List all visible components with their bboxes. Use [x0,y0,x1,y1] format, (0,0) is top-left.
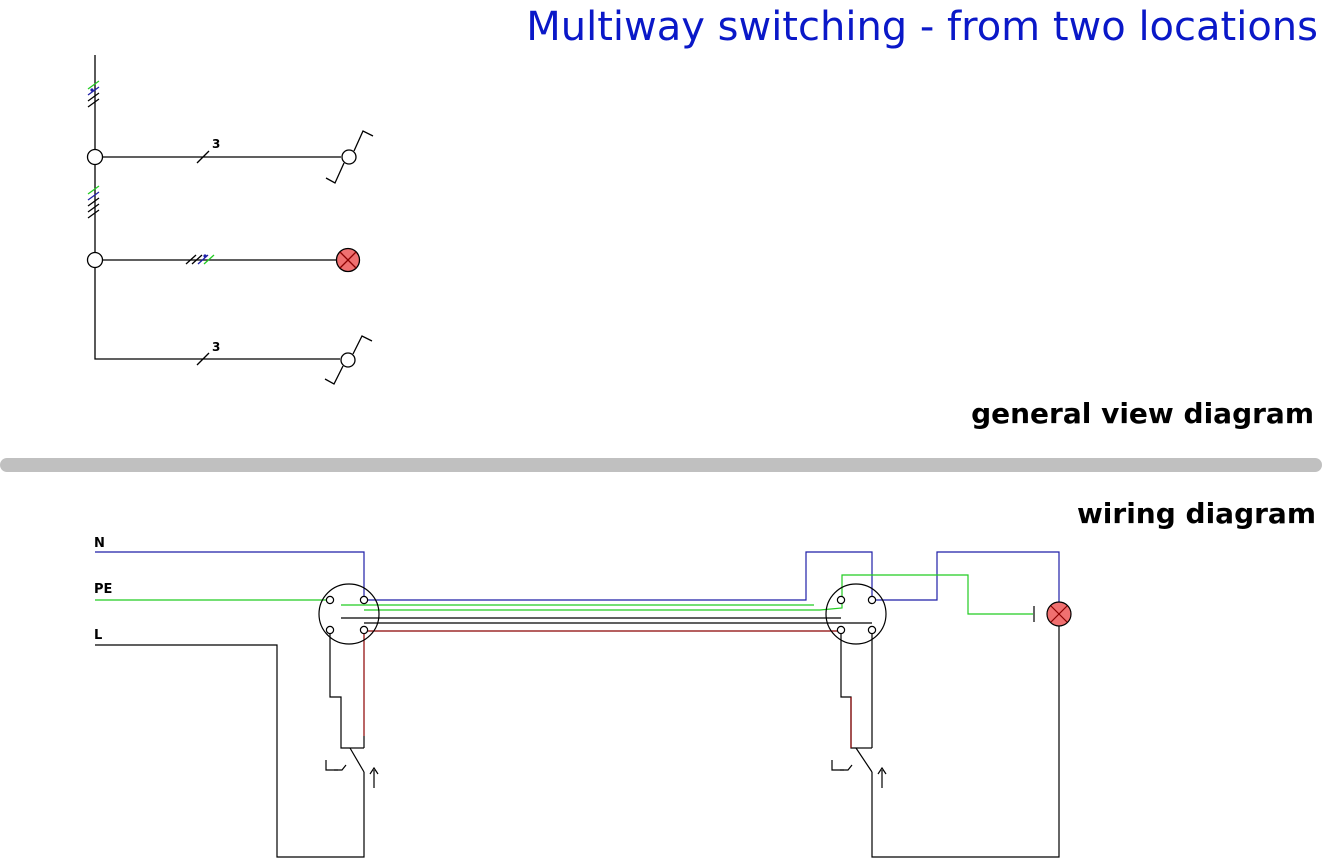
two-way-switch-left [325,736,379,788]
conductor-count-top: 3 [212,137,220,151]
count-tick-bottom [196,352,210,366]
neutral-rail [95,551,365,600]
wiring-diagram [95,551,1072,858]
page-title: Multiway switching - from two locations [526,4,1318,50]
general-view-label: general view diagram [971,397,1314,430]
switch-symbol-2 [324,335,373,385]
junction-box-right [825,583,887,645]
section-divider [0,458,1322,472]
lamp-icon-wiring [1046,601,1072,627]
earth-link-2 [364,574,1033,615]
lamp-icon-general [335,247,361,273]
rail-label-neutral: N [94,536,105,551]
conductor-count-bottom: 3 [212,340,220,354]
rail-label-earth: PE [94,582,112,597]
general-view-diagram [86,55,374,385]
neutral-link [364,551,1060,602]
switch1-drop-a [329,630,350,749]
rail-label-live: L [94,628,102,643]
live-rail [95,644,365,858]
feeder-line-bottom [94,268,340,360]
wiring-diagram-label: wiring diagram [1076,497,1316,530]
two-way-switch-right [831,747,887,788]
junction-box-left [318,583,380,645]
junction-box-top [86,148,104,166]
count-tick-top [196,150,210,164]
feeder-hash-top [87,80,100,108]
switch2-drop-a [840,630,856,749]
junction-box-middle [86,251,104,269]
feeder-hash-middle [87,185,100,219]
switch-symbol-1 [325,130,374,184]
lamp-branch-hash [185,254,215,265]
switch2-return [871,626,1060,858]
